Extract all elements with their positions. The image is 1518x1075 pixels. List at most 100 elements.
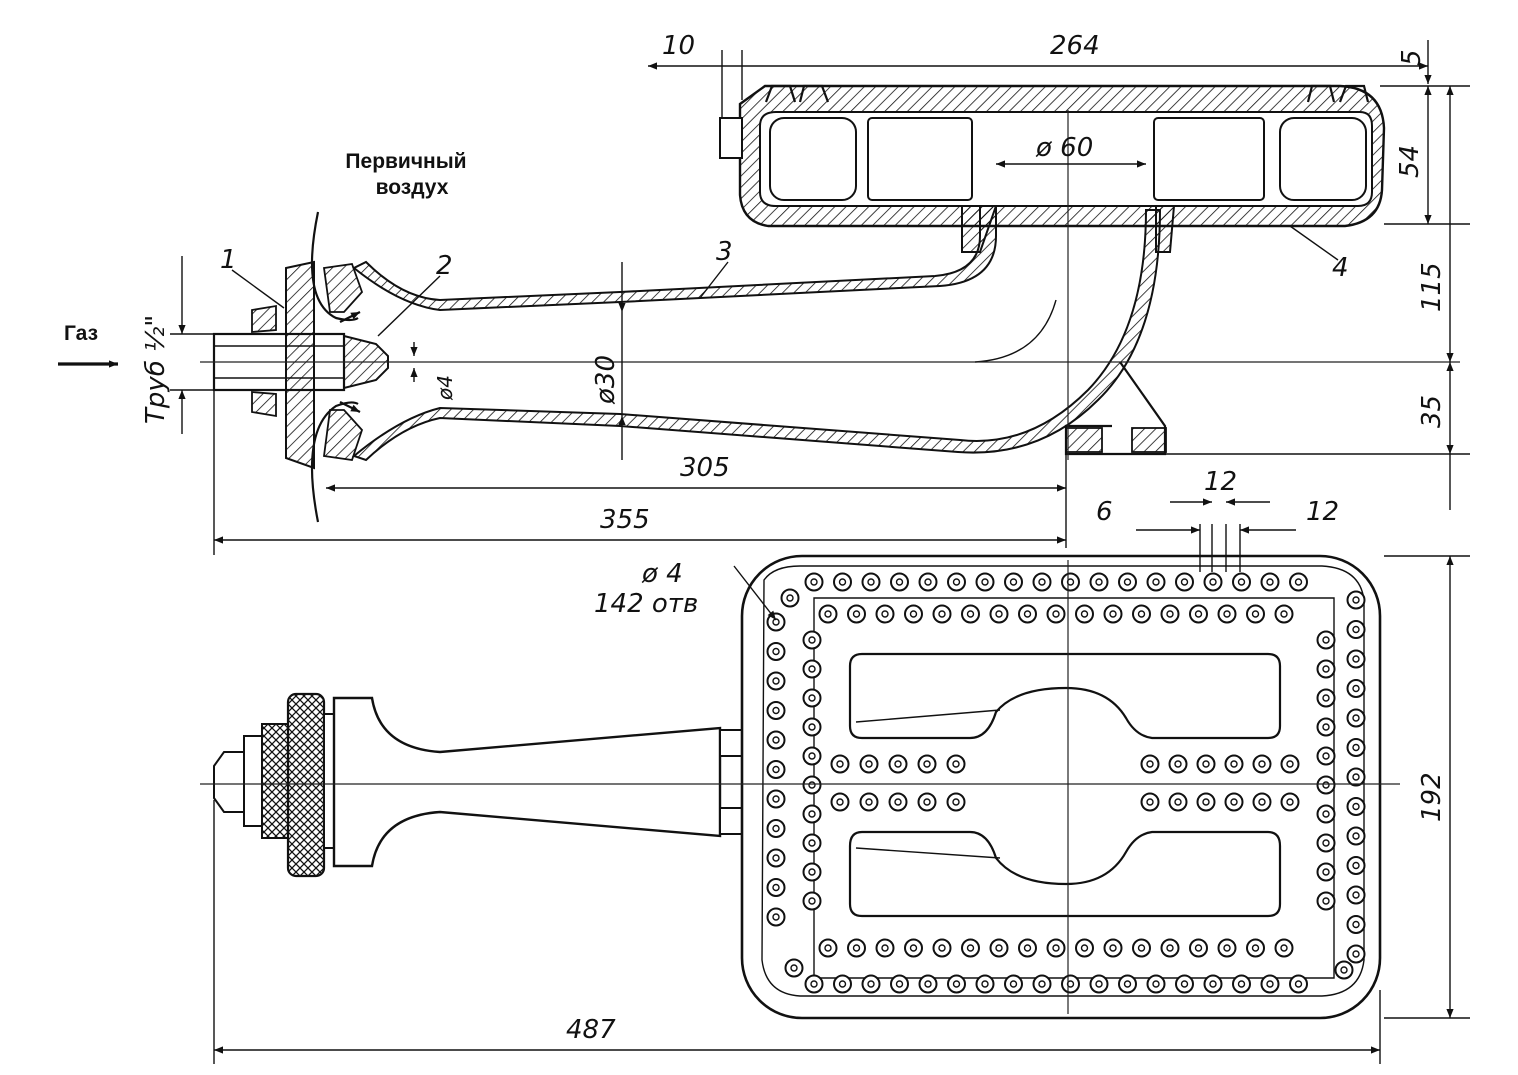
burner-hole-center	[786, 594, 794, 602]
burner-hole-center	[1280, 610, 1288, 618]
burner-hole	[1168, 754, 1188, 774]
burner-hole-center	[924, 980, 932, 988]
burner-hole-center	[1237, 578, 1246, 586]
burner-hole	[802, 630, 822, 650]
burner-hole-center	[1352, 714, 1360, 722]
burner-hole	[766, 819, 786, 838]
burner-hole-center	[966, 610, 975, 618]
burner-hole-center	[867, 578, 875, 586]
burner-hole-center	[867, 980, 875, 988]
burner-hole	[766, 789, 786, 809]
burner-hole-center	[1230, 760, 1238, 768]
dim-hole-count: 142 отв	[594, 589, 698, 619]
burner-hole-center	[1352, 950, 1360, 958]
burner-hole	[975, 974, 995, 994]
burner-hole	[1346, 649, 1366, 669]
burner-hole	[1032, 572, 1052, 592]
burner-hole	[1280, 792, 1300, 812]
burner-hole-center	[772, 677, 780, 685]
burner-hole-center	[1352, 891, 1360, 899]
burner-hole	[766, 701, 786, 720]
dim-hole-dia: ø 4	[641, 559, 683, 589]
burner-hole-center	[1340, 966, 1348, 974]
burner-hole	[1140, 792, 1160, 812]
dim-6: 6	[1096, 497, 1113, 527]
burner-hole-center	[995, 610, 1003, 618]
burner-hole	[1316, 833, 1336, 853]
burner-hole	[1346, 797, 1366, 816]
burner-hole-center	[1174, 760, 1182, 768]
burner-hole	[1346, 885, 1366, 905]
burner-hole	[946, 792, 966, 812]
burner-hole	[1346, 620, 1366, 639]
burner-hole	[1334, 960, 1354, 980]
burner-hole	[1032, 974, 1052, 994]
burner-hole-center	[808, 810, 816, 818]
dim-30: ø30	[591, 355, 621, 405]
burner-hole-center	[1194, 610, 1203, 618]
burner-hole	[1316, 630, 1336, 650]
burner-hole-center	[772, 647, 780, 656]
burner-hole-center	[938, 610, 946, 618]
burner-hole-center	[981, 578, 989, 586]
burner-hole	[1160, 938, 1180, 958]
burner-hole-center	[1180, 980, 1189, 988]
burner-hole-center	[1194, 944, 1203, 952]
burner-hole	[975, 572, 995, 592]
burner-hole-center	[952, 578, 961, 586]
dim-192: 192	[1417, 772, 1447, 822]
burner-hole-center	[1280, 944, 1288, 952]
burner-hole	[1316, 862, 1336, 882]
burner-hole-center	[981, 980, 989, 988]
burner-hole	[1061, 974, 1080, 994]
primary-air-label-line1: Первичный	[345, 150, 466, 173]
dim-35: 35	[1417, 395, 1447, 428]
dim-487: 487	[566, 1015, 616, 1045]
burner-hole-center	[790, 964, 798, 972]
burner-hole	[1246, 604, 1265, 624]
burner-hole	[1075, 604, 1094, 624]
burner-hole	[802, 659, 822, 679]
burner-holes	[766, 572, 1366, 994]
burner-hole	[1140, 754, 1160, 774]
burner-hole-center	[772, 795, 780, 803]
burner-hole	[1246, 938, 1265, 958]
burner-hole	[861, 974, 881, 994]
burner-hole-center	[1352, 920, 1360, 929]
burner-hole-center	[836, 798, 844, 806]
burner-hole	[802, 891, 822, 911]
burner-hole	[1018, 604, 1037, 624]
burner-hole-center	[808, 897, 816, 905]
burner-hole	[1118, 572, 1137, 592]
burner-hole-center	[838, 980, 847, 988]
burner-hole	[947, 572, 966, 592]
burner-hole	[804, 974, 824, 994]
burner-hole-center	[1146, 798, 1154, 806]
dim-115: 115	[1417, 262, 1447, 312]
burner-hole	[1316, 659, 1336, 679]
burner-hole	[847, 604, 866, 624]
dim-60: ø 60	[1035, 133, 1093, 163]
burner-hole-center	[1286, 760, 1294, 768]
burner-hole	[1217, 938, 1237, 958]
burner-hole	[1103, 604, 1123, 624]
section-view	[58, 40, 1470, 555]
burner-hole	[1061, 572, 1080, 592]
burner-hole	[890, 974, 909, 994]
burner-hole	[1132, 604, 1151, 624]
burner-hole-center	[772, 824, 780, 833]
burner-hole	[766, 730, 786, 750]
dim-nozzle-4: ø4	[433, 375, 457, 401]
burner-hole	[1224, 754, 1244, 774]
burner-hole-center	[1095, 980, 1103, 988]
burner-hole-center	[1095, 578, 1103, 586]
burner-hole-center	[923, 760, 931, 768]
burner-hole	[861, 572, 881, 592]
burner-hole-center	[810, 578, 818, 586]
burner-hole-center	[1123, 980, 1132, 988]
burner-hole-center	[808, 723, 816, 731]
burner-hole-center	[1322, 752, 1330, 760]
burner-hole-center	[810, 980, 818, 988]
burner-hole-center	[1266, 578, 1274, 586]
burner-hole-center	[952, 760, 960, 768]
